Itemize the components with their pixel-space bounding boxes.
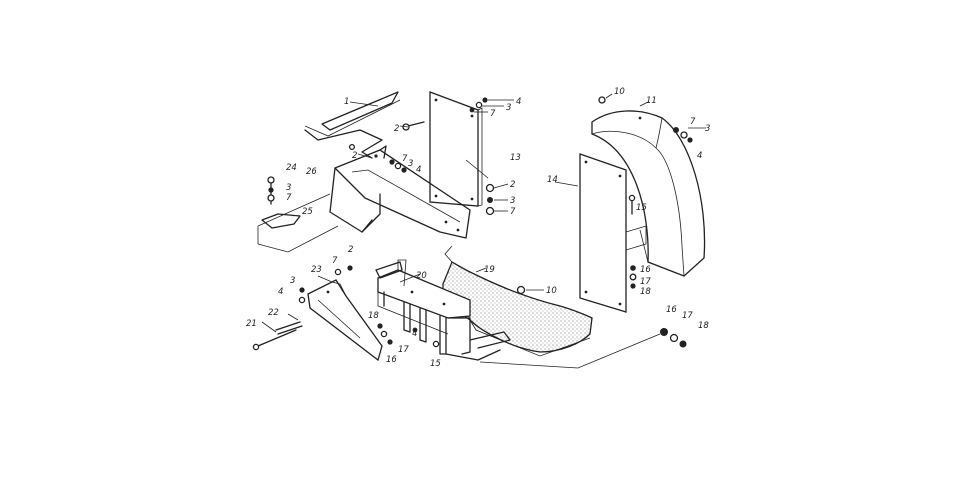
label-16: 16 xyxy=(640,265,651,275)
part-labels: 1 2 2 4 3 7 7 3 4 13 2 3 7 24 3 7 26 25 … xyxy=(246,87,710,369)
plate-part-14 xyxy=(579,153,647,313)
label-15: 15 xyxy=(430,359,441,369)
bracket-part-23 xyxy=(307,279,383,362)
label-7: 7 xyxy=(286,193,292,203)
label-17: 17 xyxy=(640,277,651,287)
label-15: 15 xyxy=(636,203,647,213)
clip-part-25 xyxy=(257,193,339,253)
label-1: 1 xyxy=(344,97,349,107)
label-21: 21 xyxy=(246,319,257,329)
label-2: 2 xyxy=(394,124,399,134)
label-4: 4 xyxy=(416,165,421,175)
label-4: 4 xyxy=(516,97,521,107)
label-18: 18 xyxy=(698,321,709,331)
label-24: 24 xyxy=(286,163,297,173)
label-leaders xyxy=(261,93,706,333)
spacer-part-22 xyxy=(275,321,303,335)
label-20: 20 xyxy=(416,271,427,281)
label-7: 7 xyxy=(402,154,408,164)
label-25: 25 xyxy=(302,207,313,217)
label-19: 19 xyxy=(484,265,495,275)
label-11: 11 xyxy=(646,96,657,106)
bracket-part-26 xyxy=(329,145,471,239)
label-23: 23 xyxy=(311,265,322,275)
label-10: 10 xyxy=(614,87,625,97)
label-7: 7 xyxy=(332,256,338,266)
plate-part-19 xyxy=(442,245,593,357)
label-7: 7 xyxy=(690,117,696,127)
fender-part-11 xyxy=(591,110,706,277)
label-18: 18 xyxy=(368,311,379,321)
label-22: 22 xyxy=(268,308,279,318)
leader-lines xyxy=(479,333,661,369)
label-4: 4 xyxy=(697,151,702,161)
label-14: 14 xyxy=(547,175,558,185)
label-7: 7 xyxy=(510,207,516,217)
label-2: 2 xyxy=(348,245,353,255)
label-3: 3 xyxy=(290,276,295,286)
fasteners xyxy=(267,96,693,348)
blade-part-1 xyxy=(304,91,401,159)
label-13: 13 xyxy=(510,153,521,163)
label-3: 3 xyxy=(408,159,413,169)
label-18: 18 xyxy=(640,287,651,297)
label-16: 16 xyxy=(386,355,397,365)
label-2: 2 xyxy=(352,151,357,161)
label-17: 17 xyxy=(398,345,409,355)
label-2: 2 xyxy=(510,180,515,190)
label-3: 3 xyxy=(506,103,511,113)
label-7: 7 xyxy=(490,109,496,119)
label-3: 3 xyxy=(510,196,515,206)
bolt-part-21 xyxy=(252,329,297,351)
label-10: 10 xyxy=(546,286,557,296)
label-3: 3 xyxy=(286,183,291,193)
label-26: 26 xyxy=(306,167,317,177)
label-3: 3 xyxy=(705,124,710,134)
label-16: 16 xyxy=(666,305,677,315)
plate-part-13 xyxy=(429,91,483,207)
label-4: 4 xyxy=(278,287,283,297)
label-4: 4 xyxy=(412,329,417,339)
label-17: 17 xyxy=(682,311,693,321)
